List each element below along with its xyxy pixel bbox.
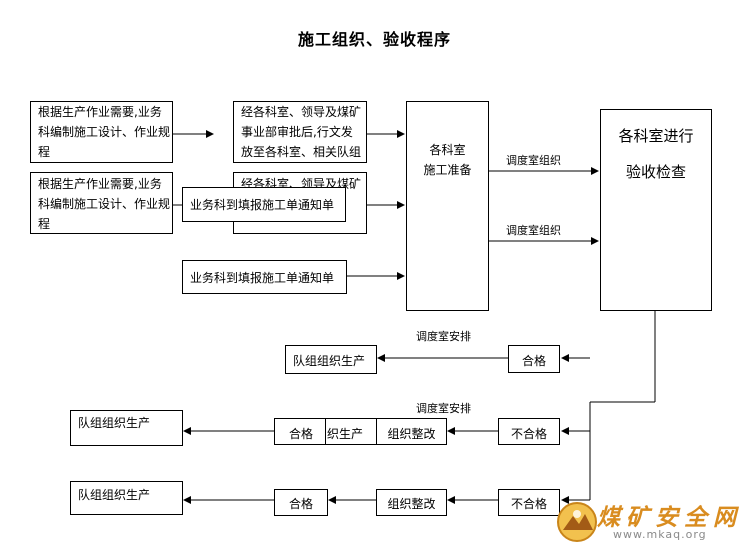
fail-box-1 bbox=[498, 418, 560, 445]
watermark-text: 煤矿安全网 bbox=[597, 504, 742, 531]
pass-box-3-text: 合格 bbox=[288, 497, 313, 511]
fail-box-1-text: 不合格 bbox=[510, 427, 547, 441]
team-production-box-left-2 bbox=[70, 481, 183, 515]
inspect-box bbox=[600, 109, 712, 311]
dispatch-org-label-1: 调度室组织 bbox=[506, 154, 561, 167]
prep-box bbox=[406, 101, 489, 311]
rectify-box-2-text: 组织整改 bbox=[387, 497, 436, 511]
approve-box-1-text: 经各科室、领导及煤矿 事业部审批后,行文发 放至各科室、相关队组 bbox=[241, 105, 362, 159]
watermark-url: www.mkaq.org bbox=[613, 528, 707, 541]
rectify-box-1-text: 组织整改 bbox=[387, 427, 436, 441]
pass-box-2-text: 合格 bbox=[288, 427, 313, 441]
approve-box-1 bbox=[233, 101, 367, 163]
pass-box-3 bbox=[274, 489, 328, 516]
notice-overlay-text: 业务科到填报施工单通知单 bbox=[190, 198, 335, 212]
fail-box-2 bbox=[498, 489, 560, 516]
notice-box bbox=[182, 260, 347, 294]
notice-box-text: 业务科到填报施工单通知单 bbox=[190, 271, 335, 285]
team-production-box-upper bbox=[285, 345, 377, 374]
fragment-box-text: 织生产 bbox=[327, 427, 364, 441]
team-production-text-upper: 队组组织生产 bbox=[293, 354, 366, 368]
fail-box-2-text: 不合格 bbox=[510, 497, 547, 511]
prep-box-text: 各科室 施工准备 bbox=[423, 143, 472, 177]
pass-box-1-text: 合格 bbox=[521, 354, 546, 368]
page-title: 施工组织、验收程序 bbox=[297, 30, 451, 49]
rectify-box-1 bbox=[376, 418, 447, 445]
dispatch-org-label-2: 调度室组织 bbox=[506, 224, 561, 237]
rectify-box-2 bbox=[376, 489, 447, 516]
plan-box-1 bbox=[30, 101, 173, 163]
watermark: 煤矿安全网 www.mkaq.org bbox=[553, 496, 745, 546]
notice-overlay-box bbox=[182, 187, 346, 222]
pass-box-1 bbox=[508, 345, 560, 373]
plan-box-1-text: 根据生产作业需要,业务 科编制施工设计、作业规 程 bbox=[38, 105, 171, 159]
plan-box-2-text: 根据生产作业需要,业务 科编制施工设计、作业规 程 bbox=[38, 177, 171, 231]
dispatch-arrange-label-1: 调度室安排 bbox=[416, 330, 471, 343]
plan-box-2 bbox=[30, 172, 173, 234]
inspect-box-text: 各科室进行 验收检查 bbox=[618, 127, 694, 181]
watermark-logo-icon bbox=[557, 502, 597, 542]
team-production-text-left-1: 队组组织生产 bbox=[78, 416, 151, 430]
team-production-text-left-2: 队组组织生产 bbox=[78, 488, 151, 502]
dispatch-arrange-label-2: 调度室安排 bbox=[416, 402, 471, 415]
team-production-box-left-1 bbox=[70, 410, 183, 446]
